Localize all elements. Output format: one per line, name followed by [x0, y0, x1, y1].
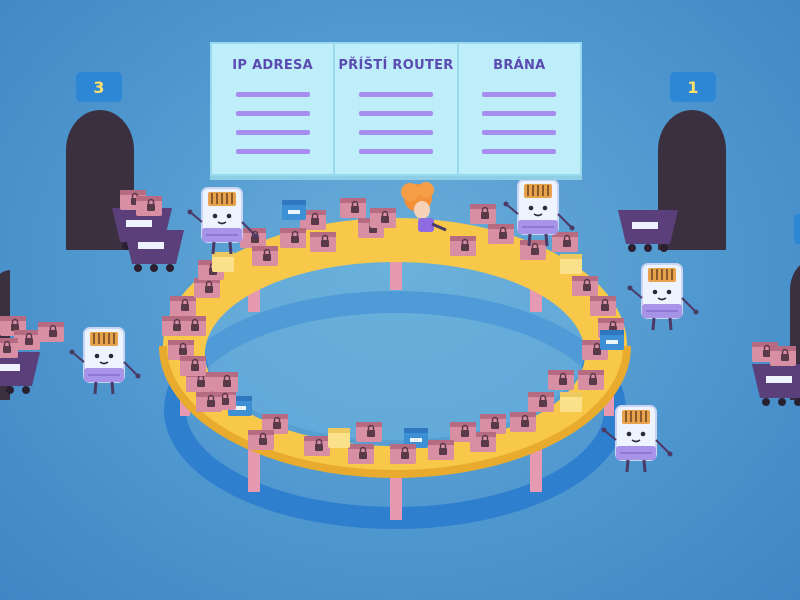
board-row-line — [482, 149, 557, 154]
person-figure — [401, 182, 447, 232]
board-column-ip: IP ADRESA — [212, 44, 336, 174]
board-row-line — [482, 130, 557, 135]
column-header-next-router: PŘÍŠTÍ ROUTER — [338, 58, 454, 73]
board-row-line — [235, 130, 310, 135]
router-robot-left — [68, 326, 142, 396]
column-header-ip-address: IP ADRESA — [232, 58, 314, 73]
board-row-line — [358, 92, 433, 97]
router-robot-right — [626, 262, 700, 332]
table-edge — [159, 345, 631, 478]
board-row-line — [482, 111, 557, 116]
board-row-line — [358, 130, 433, 135]
board-column-gateway: BRÁNA — [459, 44, 580, 174]
door-number-badge-left: 3 — [76, 72, 122, 102]
board-row-line — [482, 92, 557, 97]
routing-table-board: IP ADRESA PŘÍŠTÍ ROUTER BRÁNA — [210, 42, 582, 176]
board-row-line — [235, 111, 310, 116]
door-badge-far-right — [794, 214, 800, 244]
board-row-line — [235, 149, 310, 154]
board-row-line — [358, 111, 433, 116]
board-column-next-router: PŘÍŠTÍ ROUTER — [335, 44, 459, 174]
cart-left-lower — [124, 230, 184, 272]
door-number-badge-right: 1 — [670, 72, 716, 102]
board-row-line — [235, 92, 310, 97]
board-row-line — [358, 149, 433, 154]
table-inner-shadow — [205, 260, 585, 440]
column-header-gateway: BRÁNA — [493, 58, 546, 73]
